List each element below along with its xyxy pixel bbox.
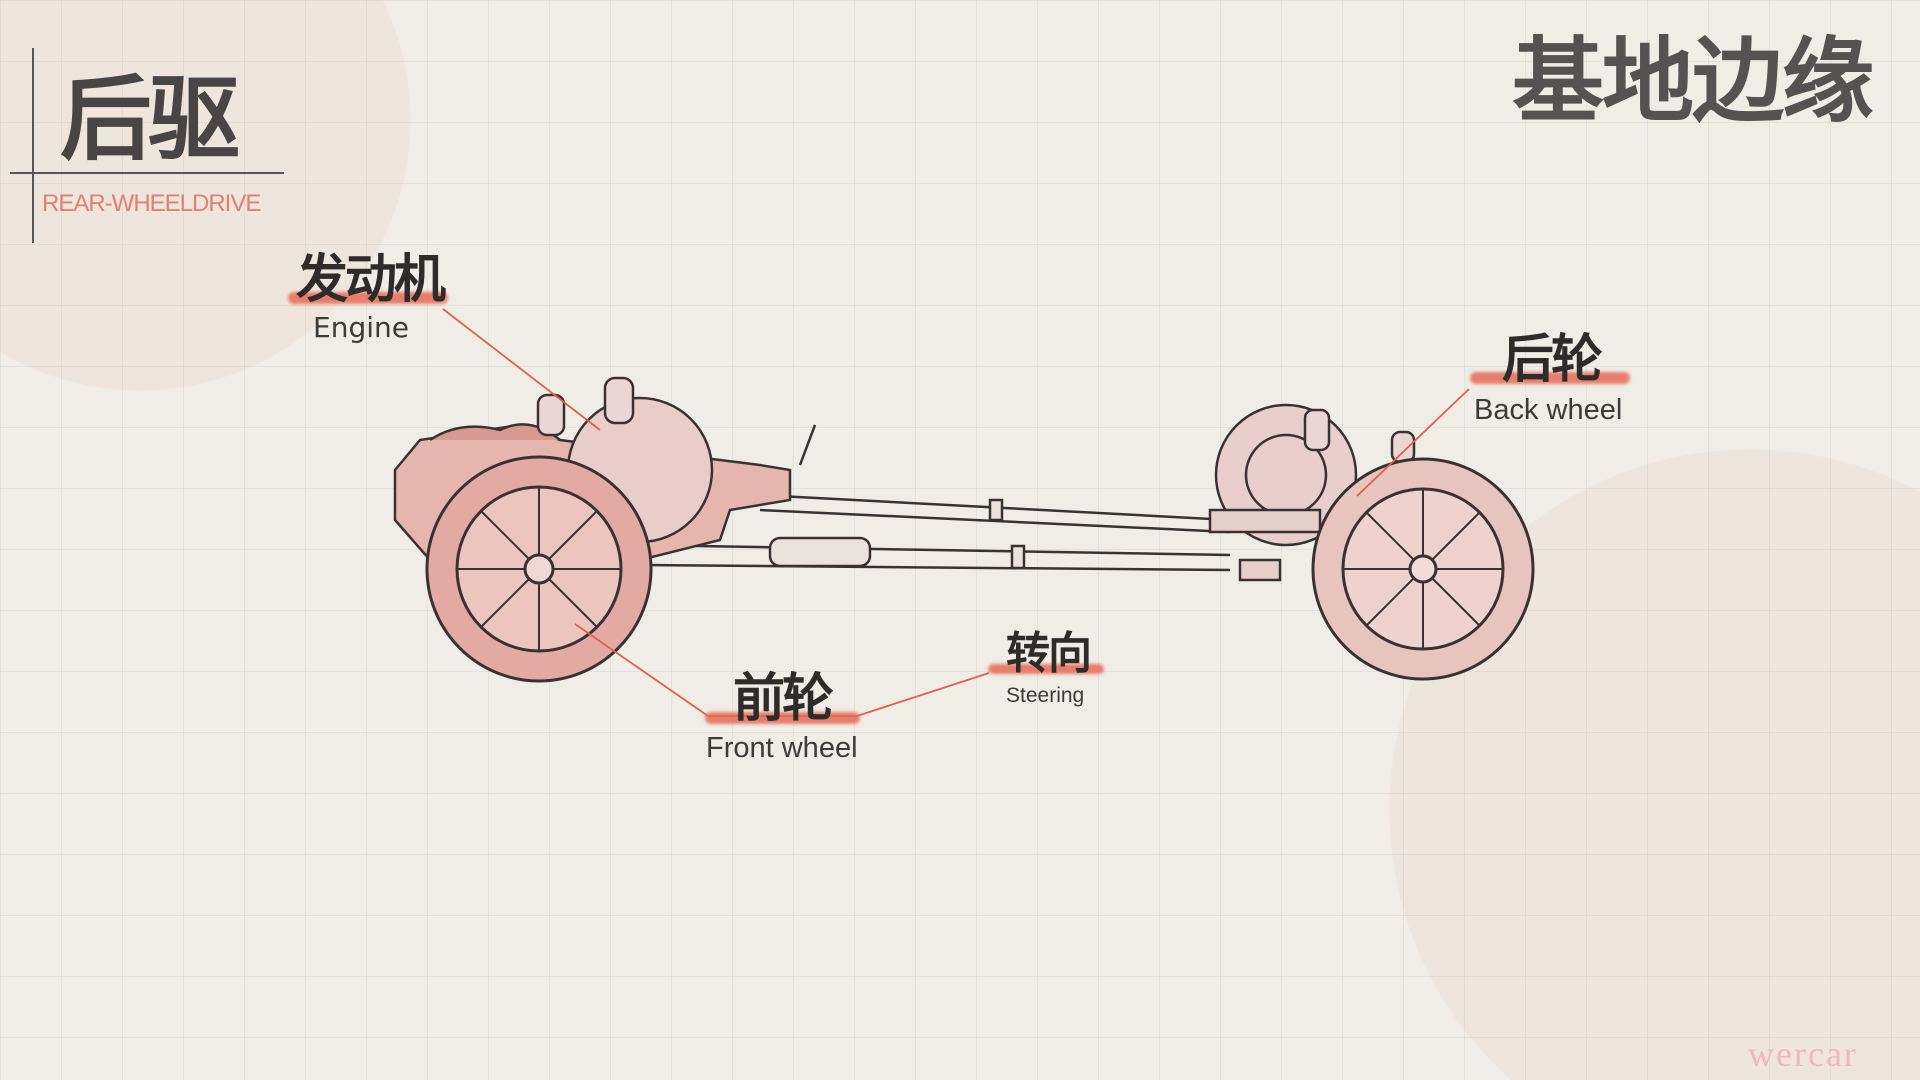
back-wheel-label-en: Back wheel	[1474, 394, 1623, 426]
front-wheel-label-en: Front wheel	[706, 732, 858, 764]
engine-label: 发动机	[296, 250, 446, 310]
back-wheel-label: 后轮	[1502, 330, 1603, 390]
back-wheel-highlight	[1470, 372, 1630, 384]
title-vertical-rule	[32, 48, 34, 243]
front-wheel-label: 前轮	[733, 669, 834, 729]
brand-title: 基地边缘	[1512, 28, 1874, 135]
rear-wheel	[1311, 457, 1535, 681]
engine-highlight	[288, 292, 448, 304]
engine-label-en: Engine	[313, 311, 409, 344]
front-wheel	[425, 455, 653, 683]
steering-label: 转向	[1006, 628, 1092, 679]
page-title: 后驱	[60, 66, 240, 173]
page-subtitle: REAR-WHEELDRIVE	[42, 190, 261, 217]
steering-highlight	[988, 664, 1104, 674]
front-wheel-highlight	[705, 712, 860, 724]
steering-label-en: Steering	[1006, 684, 1085, 707]
title-horizontal-rule	[10, 172, 284, 174]
watermark: wercar	[1748, 1034, 1858, 1074]
